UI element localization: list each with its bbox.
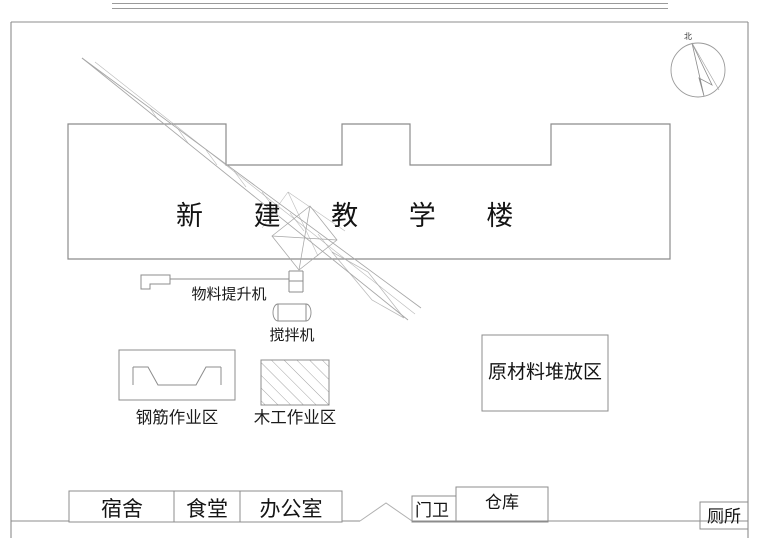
tower-crane (81, 57, 422, 321)
material-hoist-label: 物料提升机 (191, 285, 267, 303)
compass-rose (670, 42, 726, 98)
north-label: 北 (684, 32, 692, 41)
carpentry-area-symbol (260, 359, 330, 406)
raw-material-area-symbol (481, 334, 609, 412)
site-boundary (10, 21, 749, 538)
office-block (239, 490, 343, 523)
toilet-block (699, 501, 749, 530)
warehouse-label: 仓库 (485, 493, 519, 513)
material-hoist-symbol (140, 270, 304, 293)
mixer-label: 搅拌机 (269, 326, 315, 344)
site-entrance-gate (359, 502, 413, 522)
main-building-title: 新 建 教 学 楼 (176, 201, 535, 232)
mixer-symbol (272, 303, 312, 322)
office-label: 办公室 (259, 497, 323, 521)
toilet-label: 厕所 (707, 507, 741, 527)
warehouse-block (455, 486, 549, 523)
carpentry-area-label: 木工作业区 (253, 408, 337, 427)
gatehouse-label: 门卫 (415, 501, 449, 521)
facility-blocks (68, 486, 749, 530)
rebar-area-symbol (118, 349, 236, 401)
rebar-area-label: 钢筋作业区 (135, 408, 219, 427)
dormitory-label: 宿舍 (101, 497, 143, 521)
raw-material-area-label: 原材料堆放区 (487, 361, 603, 383)
road-lines (112, 3, 668, 9)
main-building-outline (67, 123, 671, 260)
canteen-label: 食堂 (186, 497, 228, 521)
